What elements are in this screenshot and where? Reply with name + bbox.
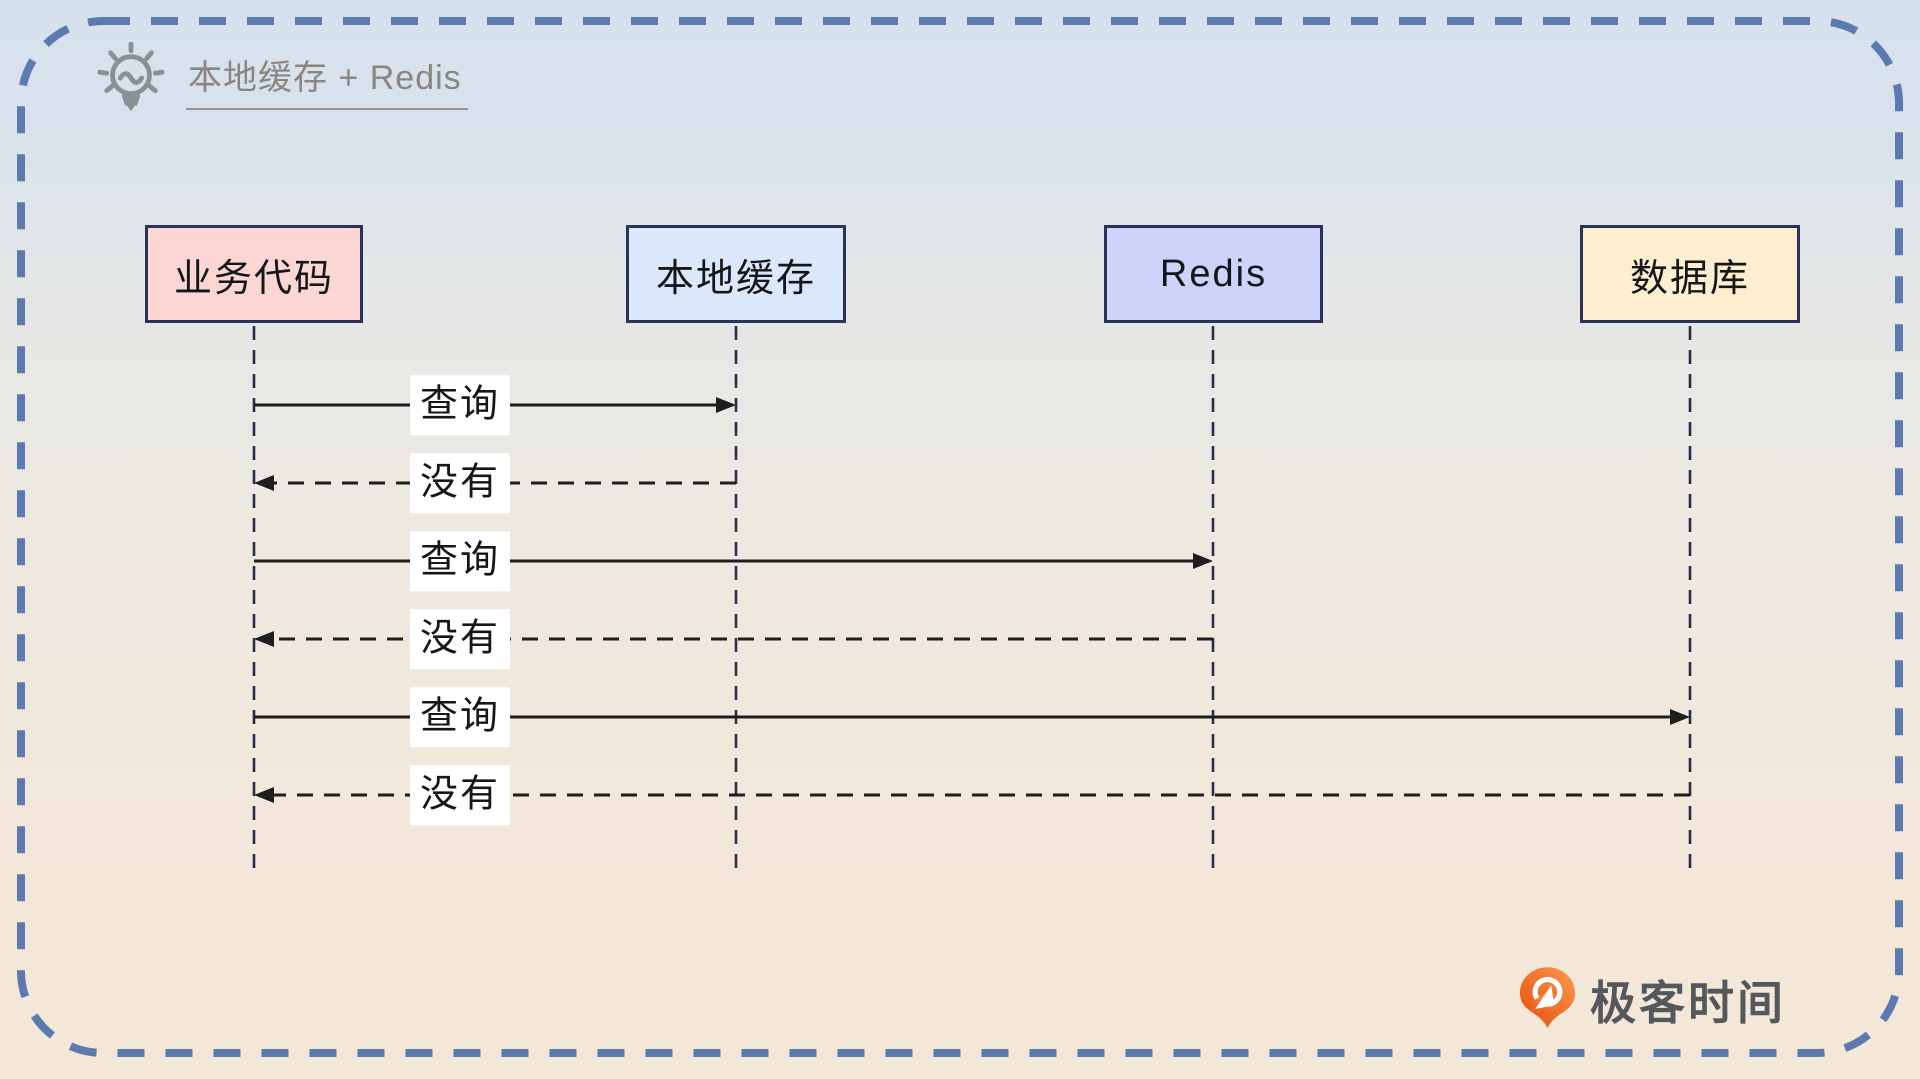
actor-box-local-cache: 本地缓存	[626, 225, 846, 323]
actor-label: 数据库	[1629, 257, 1750, 300]
diagram-title: 本地缓存 + Redis	[96, 42, 468, 118]
actor-box-database: 数据库	[1580, 225, 1800, 323]
actor-label: 本地缓存	[655, 257, 816, 300]
actor-label: 业务代码	[173, 257, 334, 300]
message-label: 没有	[409, 453, 511, 513]
actor-box-business-code: 业务代码	[145, 225, 363, 323]
message-label: 查询	[409, 531, 511, 591]
message-label: 没有	[409, 609, 511, 669]
lightbulb-icon	[97, 42, 165, 112]
geektime-logo: 极客时间	[1519, 966, 1786, 1033]
actor-box-redis: Redis	[1104, 225, 1323, 323]
title-text: 本地缓存 + Redis	[186, 50, 468, 110]
message-label: 查询	[409, 687, 511, 747]
message-label: 没有	[409, 765, 511, 825]
geektime-icon	[1519, 967, 1576, 1028]
geektime-logo-text: 极客时间	[1590, 976, 1786, 1029]
actor-label: Redis	[1159, 252, 1268, 295]
message-label: 查询	[409, 375, 511, 435]
